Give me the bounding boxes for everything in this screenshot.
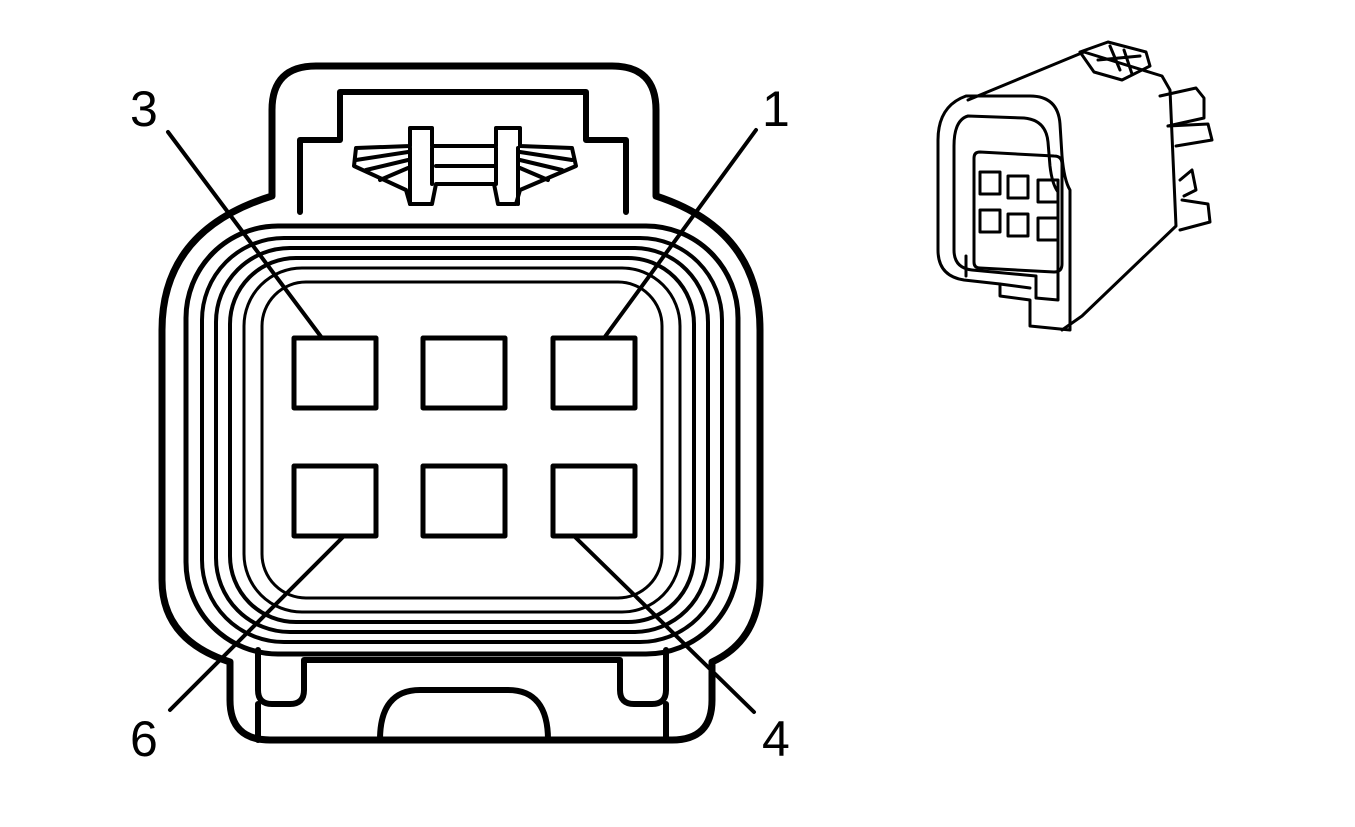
leader-line-1 xyxy=(602,128,758,340)
seal-ring-4 xyxy=(228,256,696,624)
seal-ring-2 xyxy=(200,236,724,644)
bottom-key-recess xyxy=(255,687,669,743)
bottom-key xyxy=(255,647,669,707)
leader-line-4 xyxy=(572,534,756,714)
housing-outline xyxy=(158,62,764,744)
seal-ring-6 xyxy=(260,280,664,600)
pin-label-6: 6 xyxy=(130,711,158,767)
connector-face-view: 3 1 6 4 xyxy=(130,62,790,767)
pin-cavity-6 xyxy=(291,463,379,539)
pin-label-1: 1 xyxy=(762,81,790,137)
pin-cavity-5 xyxy=(420,463,508,539)
latch-pocket xyxy=(297,89,629,215)
pin-label-4: 4 xyxy=(762,711,790,767)
seal-ring-5 xyxy=(242,266,682,614)
pin-label-3: 3 xyxy=(130,81,158,137)
pin-cavity-4 xyxy=(550,463,638,539)
leader-line-6 xyxy=(168,534,346,712)
pin-cavity-1 xyxy=(550,335,638,411)
connector-isometric-view xyxy=(936,40,1214,332)
leader-line-3 xyxy=(166,130,324,340)
pin-cavity-3 xyxy=(291,335,379,411)
pin-cavity-2 xyxy=(420,335,508,411)
latch xyxy=(352,126,578,206)
seal-ring-1 xyxy=(183,223,741,657)
seal-ring-3 xyxy=(214,246,710,634)
